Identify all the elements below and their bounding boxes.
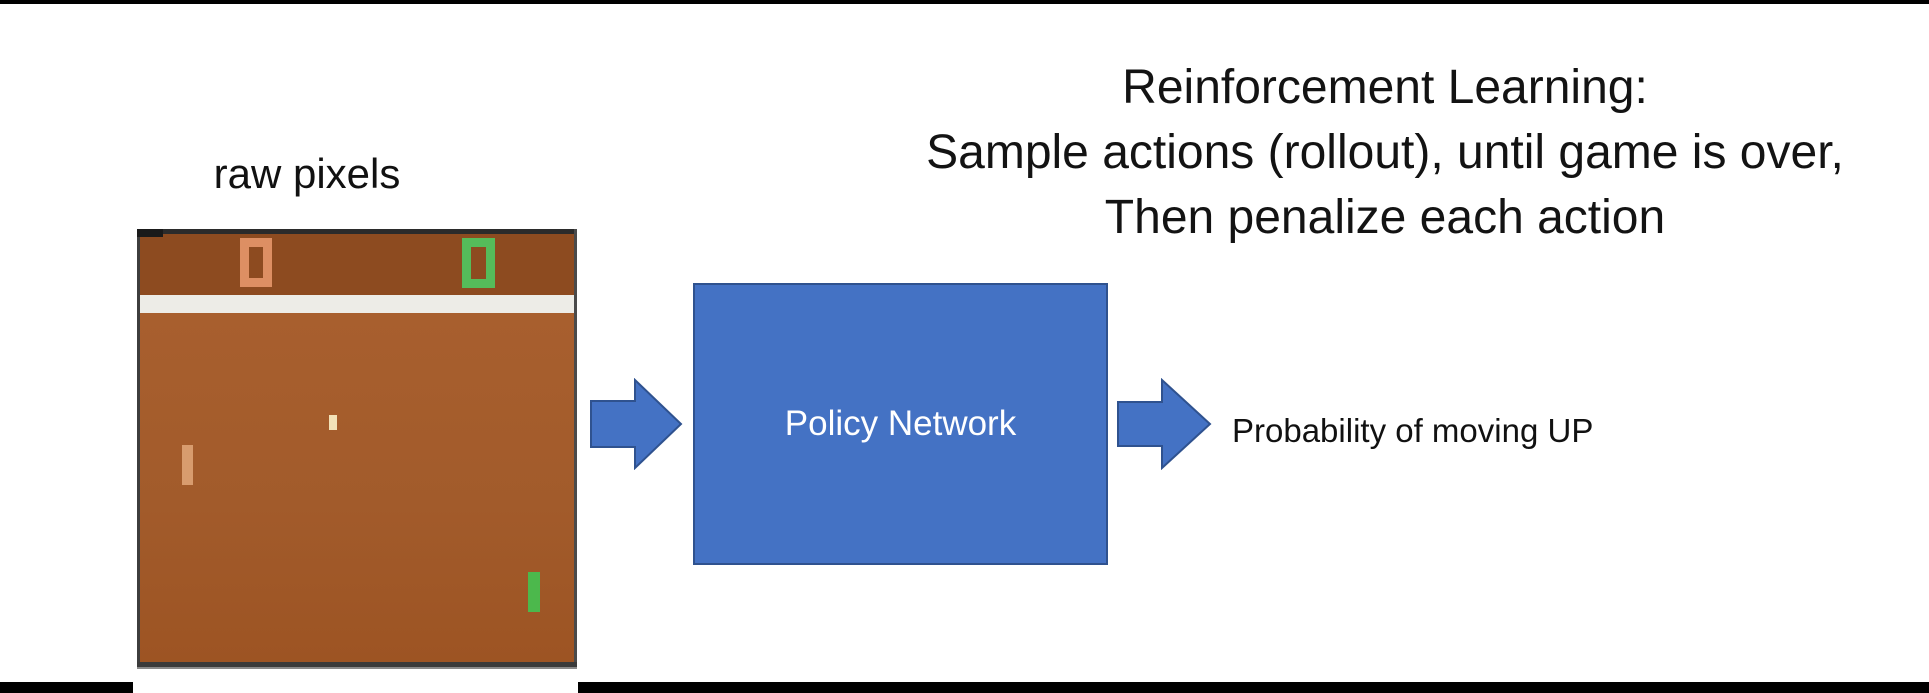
left-score-digit: [240, 238, 272, 287]
game-border-left: [137, 229, 140, 667]
pong-playfield: [140, 313, 574, 662]
pong-score-area: [140, 234, 574, 295]
game-border-bottom: [137, 662, 577, 669]
bottom-right-letterbox-bar: [578, 682, 1929, 693]
probability-output-label: Probability of moving UP: [1232, 412, 1594, 449]
output-arrow-icon: [1117, 378, 1212, 470]
pong-ball: [329, 415, 337, 430]
pong-divider-stripe: [140, 295, 574, 313]
policy-network-label: Policy Network: [784, 404, 1017, 443]
right-paddle: [528, 572, 540, 612]
slide-title: Reinforcement Learning: Sample actions (…: [800, 55, 1929, 250]
input-arrow-icon: [590, 378, 683, 470]
title-line-3: Then penalize each action: [1104, 191, 1666, 244]
bottom-left-letterbox-bar: [0, 682, 133, 693]
right-score-digit: [462, 238, 495, 288]
title-line-2: Sample actions (rollout), until game is …: [926, 126, 1844, 179]
game-border-right: [574, 229, 577, 667]
pong-game-screenshot: [137, 229, 577, 669]
left-paddle: [182, 445, 193, 485]
game-top-left-notch: [137, 229, 163, 237]
policy-network-box: Policy Network: [693, 283, 1108, 565]
top-letterbox-bar: [0, 0, 1929, 4]
game-border-top: [137, 229, 577, 234]
raw-pixels-label: raw pixels: [213, 150, 401, 197]
title-line-1: Reinforcement Learning:: [1122, 61, 1648, 114]
